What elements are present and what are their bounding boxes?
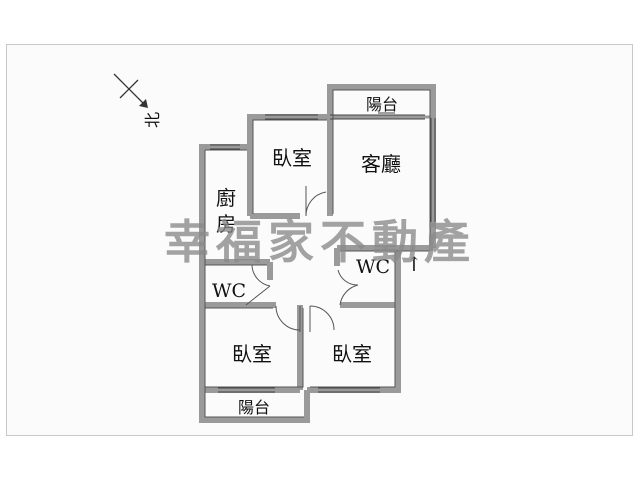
kitchen-label-char-1: 廚: [216, 186, 236, 210]
kitchen-label: 廚 房: [216, 186, 236, 236]
living-room-label: 客廳: [361, 152, 401, 176]
walls: [199, 84, 436, 423]
balcony-bottom-label: 陽台: [238, 398, 270, 417]
bedroom-bottom-right-label: 臥室: [332, 342, 372, 366]
plan-frame: [6, 44, 633, 436]
balcony-top-label: 陽台: [366, 95, 398, 114]
wc-right-label: WC: [356, 256, 390, 278]
wc-left-label: WC: [212, 280, 246, 302]
watermark: 幸福家不動產: [164, 215, 476, 269]
bedroom-top-label: 臥室: [272, 146, 312, 170]
north-arrow-icon: 北: [113, 73, 162, 128]
entrance-arrow-icon: ↑: [406, 252, 423, 276]
wall-inner-lines: [204, 89, 431, 418]
windows: [210, 112, 436, 393]
bedroom-bottom-left-label: 臥室: [232, 342, 272, 366]
door-swings: [245, 186, 359, 332]
north-label: 北: [143, 112, 162, 128]
kitchen-label-char-2: 房: [216, 212, 236, 236]
